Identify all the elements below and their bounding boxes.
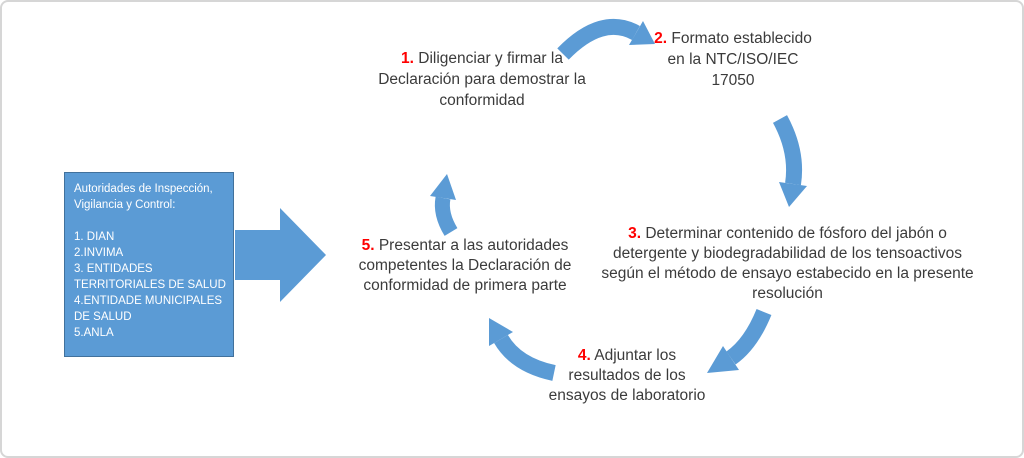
step-4: 4. Adjuntar los resultados de los ensayo… [545, 346, 709, 406]
step-2-number: 2. [654, 30, 668, 47]
authority-item: 3. ENTIDADES TERRITORIALES DE SALUD [74, 263, 226, 291]
step-5-number: 5. [361, 237, 375, 254]
step-1-text: Diligenciar y firmar la Declaración para… [378, 50, 586, 109]
step-2-text: Formato establecido en la NTC/ISO/IEC 17… [667, 30, 812, 89]
step-1: 1. Diligenciar y firmar la Declaración p… [377, 48, 587, 111]
authority-item: 1. DIAN [74, 231, 115, 243]
block-arrow-box-to-cycle-icon [235, 208, 326, 302]
step-3-text: Determinar contenido de fósforo del jabó… [601, 225, 974, 302]
authority-item: 2.INVIMA [74, 247, 124, 259]
authorities-box-title: Autoridades de Inspección, Vigilancia y … [74, 183, 213, 211]
step-5: 5. Presentar a las autoridades competent… [332, 236, 598, 296]
step-4-number: 4. [577, 347, 591, 364]
arrow-step3-to-step4-icon [707, 308, 772, 373]
authority-item: 4.ENTIDADE MUNICIPALES DE SALUD [74, 295, 223, 323]
step-1-number: 1. [401, 50, 414, 67]
arrow-step1-to-step2-icon [557, 18, 655, 60]
arrow-step5-to-step1-icon [430, 174, 458, 236]
authorities-box: Autoridades de Inspección, Vigilancia y … [64, 172, 234, 357]
step-2: 2. Formato establecido en la NTC/ISO/IEC… [652, 28, 814, 91]
authorities-box-spacer [74, 213, 227, 229]
step-3-number: 3. [628, 225, 642, 242]
step-4-text: Adjuntar los resultados de los ensayos d… [548, 347, 706, 404]
arrow-step2-to-step3-icon [772, 115, 807, 207]
arrow-step4-to-step5-icon [489, 318, 556, 381]
step-5-text: Presentar a las autoridades competentes … [358, 237, 572, 294]
step-3: 3. Determinar contenido de fósforo del j… [590, 224, 985, 304]
authority-item: 5.ANLA [74, 327, 114, 339]
